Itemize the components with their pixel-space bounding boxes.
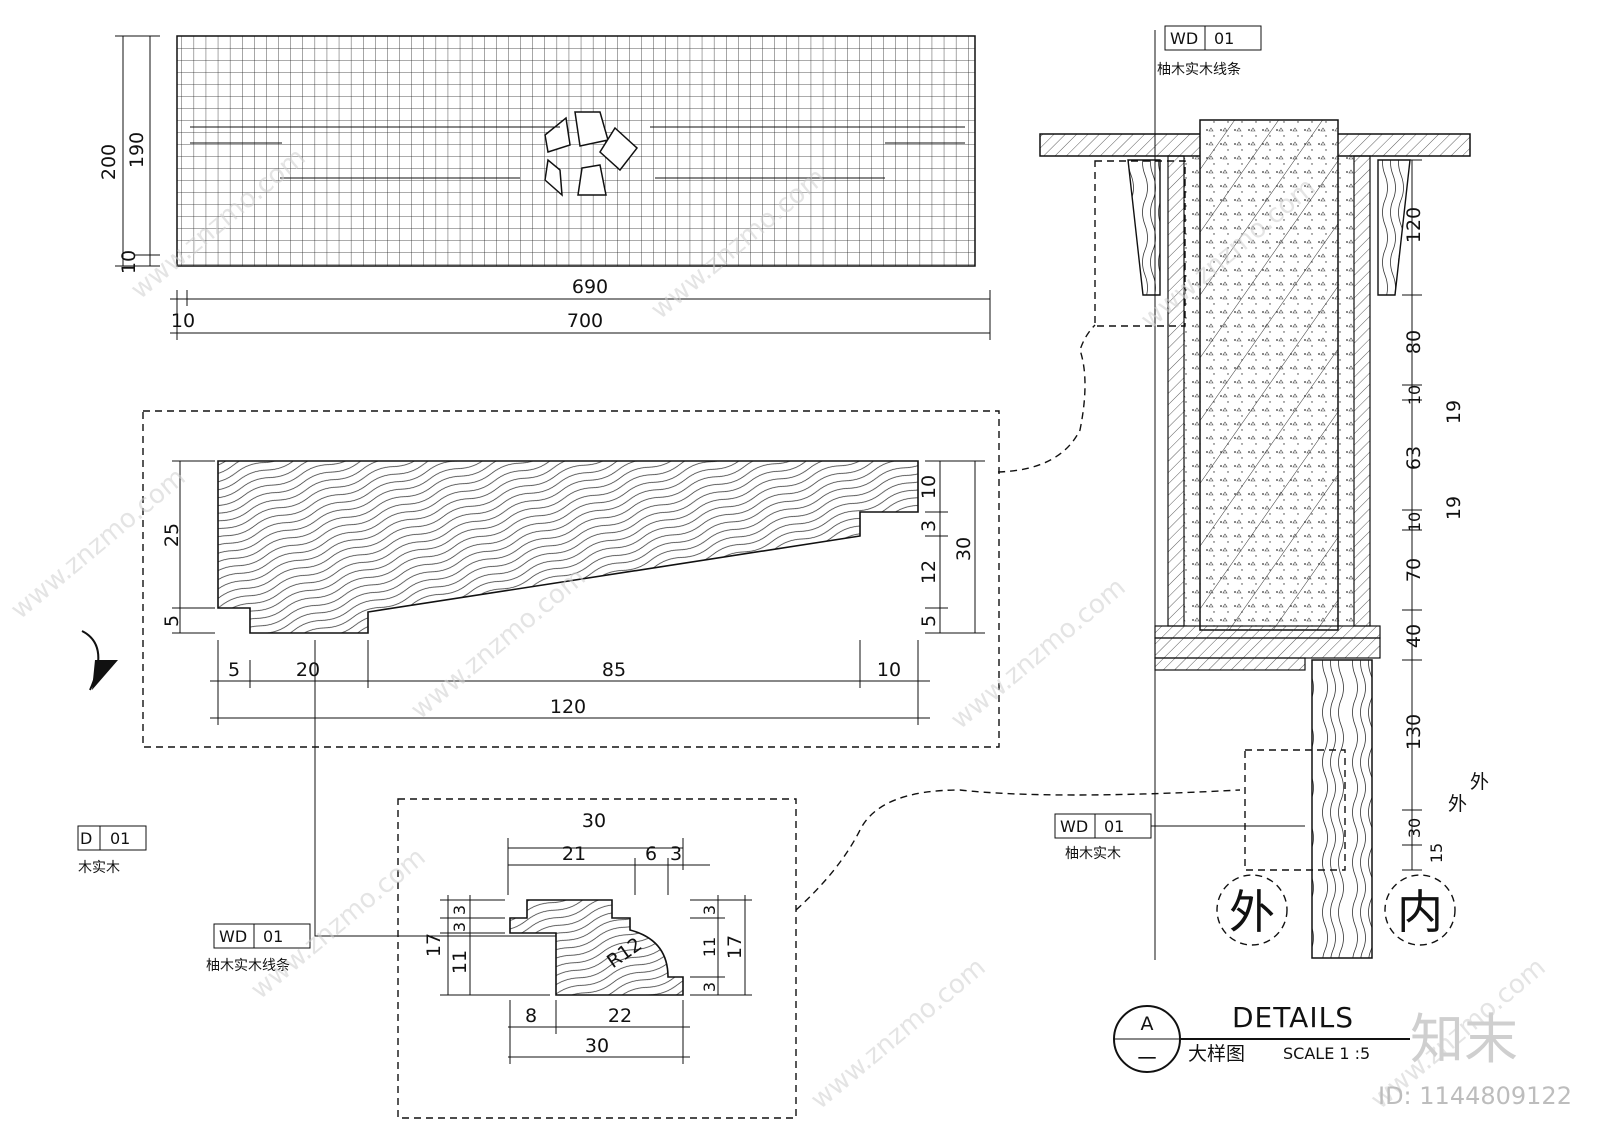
svg-text:D: D — [80, 829, 92, 848]
dim-left-5: 5 — [161, 615, 183, 627]
dim-right-12: 12 — [918, 560, 940, 584]
dim-height-bottom: 10 — [118, 250, 140, 274]
sec-dim-10b: 10 — [1405, 512, 1424, 532]
dim-top-30: 30 — [582, 810, 606, 832]
dim-right-10: 10 — [918, 475, 940, 499]
dim-width-offset: 10 — [171, 310, 195, 332]
sec-dim-15: 15 — [1427, 843, 1446, 863]
sec-dim-30: 30 — [1405, 818, 1424, 838]
title-block: A 一 DETAILS 大样图 SCALE 1 :5 — [1113, 1001, 1410, 1073]
dim-bottom-30: 30 — [585, 1035, 609, 1057]
dim-right-5: 5 — [918, 615, 940, 627]
dim-right-3: 3 — [918, 520, 940, 532]
dim-right-3b: 3 — [700, 982, 719, 992]
flower-motif — [544, 111, 639, 197]
dim-height-total: 200 — [98, 144, 120, 180]
dim-right-17: 17 — [724, 935, 746, 959]
sec-dim-80: 80 — [1403, 330, 1425, 354]
dim-left-3b: 3 — [450, 922, 469, 932]
svg-text:01: 01 — [1214, 29, 1234, 48]
svg-text:WD: WD — [1060, 817, 1088, 836]
svg-text:WD: WD — [219, 927, 247, 946]
sec-dim-10a: 10 — [1405, 385, 1424, 405]
dim-total-120: 120 — [550, 696, 586, 718]
profile-small-shape — [509, 899, 684, 996]
dim-left-11: 11 — [449, 950, 471, 974]
dim-bottom-20: 20 — [296, 659, 320, 681]
title-scale: SCALE 1 :5 — [1283, 1044, 1370, 1063]
dim-height-inner: 190 — [126, 132, 148, 168]
dim-right-30: 30 — [953, 537, 975, 561]
label-inside: 内 — [1397, 885, 1443, 939]
title-subtitle: 大样图 — [1188, 1043, 1245, 1065]
wall-section: 120 80 10 63 10 70 40 130 30 15 19 19 外 … — [1039, 30, 1489, 960]
sec-far-19b: 19 — [1443, 496, 1465, 520]
dim-left-25: 25 — [161, 523, 183, 547]
svg-text:01: 01 — [1104, 817, 1124, 836]
sec-far-19a: 19 — [1443, 400, 1465, 424]
note-outside-1: 外 — [1470, 771, 1489, 793]
svg-text:柚木实木: 柚木实木 — [1065, 846, 1121, 862]
sec-dim-63: 63 — [1403, 446, 1425, 470]
sec-dim-130: 130 — [1403, 714, 1425, 750]
title-text: DETAILS — [1232, 1001, 1354, 1034]
tag-wd01-top: WD 01 柚木实木线条 — [1154, 25, 1262, 134]
tag-wd01-cut: D 01 木实木 — [77, 825, 147, 876]
svg-text:www.znzmo.com: www.znzmo.com — [945, 572, 1131, 735]
dim-left-3a: 3 — [450, 905, 469, 915]
dim-width-total: 700 — [567, 310, 603, 332]
dim-bottom-10: 10 — [877, 659, 901, 681]
dim-right-3a: 3 — [700, 905, 719, 915]
dim-bottom-22: 22 — [608, 1005, 632, 1027]
title-symbol-top: A — [1141, 1013, 1154, 1035]
dim-bottom-85: 85 — [602, 659, 626, 681]
dim-bottom-8: 8 — [525, 1005, 537, 1027]
tag-wd01-section: WD 01 柚木实木 — [1054, 813, 1305, 862]
tag-wd01-small: WD 01 柚木实木线条 — [206, 923, 311, 974]
sec-dim-120: 120 — [1403, 207, 1425, 243]
dim-bottom-5: 5 — [228, 659, 240, 681]
tile-elevation: 200 190 10 690 10 700 — [98, 35, 991, 340]
dim-top-3: 3 — [670, 843, 682, 865]
dim-left-17: 17 — [423, 933, 445, 957]
dim-top-6: 6 — [645, 843, 657, 865]
svg-text:柚木实木线条: 柚木实木线条 — [206, 957, 290, 974]
svg-text:柚木实木线条: 柚木实木线条 — [1157, 61, 1241, 78]
note-outside-2: 外 — [1448, 793, 1467, 815]
label-outside: 外 — [1229, 885, 1275, 939]
svg-text:01: 01 — [263, 927, 283, 946]
svg-text:01: 01 — [110, 829, 130, 848]
sec-dim-40: 40 — [1403, 624, 1425, 648]
svg-text:WD: WD — [1170, 29, 1198, 48]
dim-width-inner: 690 — [572, 276, 608, 298]
svg-text:木实木: 木实木 — [78, 860, 120, 876]
sec-dim-70: 70 — [1403, 558, 1425, 582]
dim-top-21: 21 — [562, 843, 586, 865]
title-symbol-bottom: 一 — [1137, 1048, 1156, 1070]
profile-large-detail: 25 5 10 3 12 5 30 5 20 85 10 120 — [142, 410, 1000, 748]
profile-large-shape — [217, 460, 919, 634]
image-id: ID: 1144809122 — [1378, 1082, 1572, 1110]
dim-right-11: 11 — [700, 937, 719, 957]
brand-logo: 知末 — [1410, 1008, 1518, 1071]
svg-text:www.znzmo.com: www.znzmo.com — [805, 952, 991, 1115]
profile-small-detail: 30 21 6 3 3 3 17 11 3 11 17 3 R12 8 22 3… — [397, 798, 797, 1119]
